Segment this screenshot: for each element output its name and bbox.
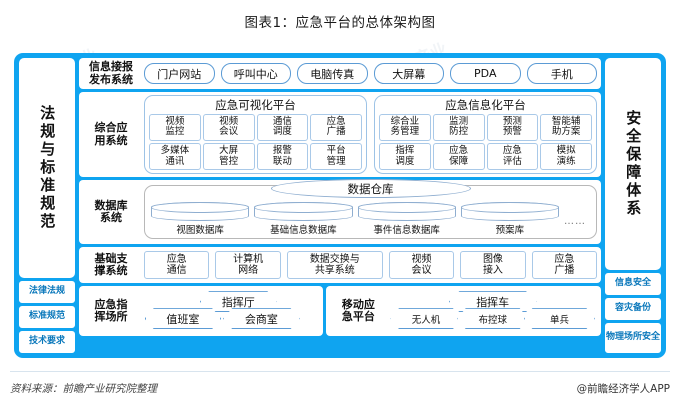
row-bottom: 应急指 挥场所 指挥厅 值班室 会商室 移动应: [79, 286, 601, 337]
right-badge-physical-security[interactable]: 物理场所安全: [605, 323, 661, 353]
cell-emergency-support[interactable]: 应急保障: [432, 142, 485, 171]
footer-app-credit: @前瞻经济学人APP: [576, 383, 670, 395]
row-database-body: 数据仓库 视图数据库 基础信息数据库 事件信息数据库: [144, 179, 597, 240]
row-comprehensive: 综合应 用系统 应急可视化平台 视频监控 视频会议 通信调度 应急广播 多媒体通…: [79, 92, 601, 178]
cell-alarm-linkage[interactable]: 报警联动: [256, 142, 309, 171]
cell-monitoring-prevention[interactable]: 监测防控: [432, 113, 485, 141]
hex-consultation-room[interactable]: 会商室: [223, 308, 300, 330]
row-mobile-platform: 移动应 急平台 指挥车 无人机 布控球 单兵: [326, 286, 601, 337]
info-release-pills: 门户网站 呼叫中心 电脑传真 大屏幕 PDA 手机: [144, 63, 597, 85]
cell-emergency-broadcast[interactable]: 应急广播: [310, 113, 362, 141]
row-command-site: 应急指 挥场所 指挥厅 值班室 会商室: [79, 286, 324, 337]
cell-smart-assist-plan[interactable]: 智能辅助方案: [540, 113, 592, 141]
architecture-diagram: 法规与标准规范 法律法规 标准规范 技术要求 信息接报 发布系统 门户网站 呼叫…: [14, 53, 666, 358]
left-column-main: 法规与标准规范: [19, 58, 75, 278]
row-info-release-body: 门户网站 呼叫中心 电脑传真 大屏幕 PDA 手机: [144, 63, 597, 85]
row-comprehensive-label: 综合应 用系统: [94, 121, 128, 147]
cell-video-conference[interactable]: 视频会议: [202, 113, 255, 141]
mobile-platform-hexes: 指挥车 无人机 布控球 单兵: [388, 288, 597, 334]
support-computer-network[interactable]: 计算机网络: [215, 251, 281, 280]
right-column-label: 安全保障体系: [624, 110, 643, 218]
db-basic-info-database[interactable]: 基础信息数据库: [254, 202, 353, 236]
row-support-label: 基础支 撑系统: [94, 251, 128, 278]
cell-emergency-assessment[interactable]: 应急评估: [486, 142, 539, 171]
cell-comm-dispatch[interactable]: 通信调度: [256, 113, 309, 141]
platform-informatization: 应急信息化平台 综合业务管理 监测防控 预测预警 智能辅助方案 指挥调度 应急保…: [374, 95, 597, 175]
database-ellipsis: ……: [564, 216, 586, 228]
footer: 资料来源：前瞻产业研究院整理 @前瞻经济学人APP: [0, 381, 680, 396]
page-title: 图表1：应急平台的总体架构图: [244, 15, 436, 31]
left-badge-standards[interactable]: 标准规范: [19, 306, 75, 328]
cell-simulation-drill[interactable]: 模拟演练: [540, 142, 592, 171]
center-stack: 信息接报 发布系统 门户网站 呼叫中心 电脑传真 大屏幕 PDA 手机 综合应 …: [79, 58, 601, 353]
pill-call-center[interactable]: 呼叫中心: [220, 63, 291, 85]
cell-multimedia-comm[interactable]: 多媒体通讯: [149, 142, 201, 171]
cell-business-management[interactable]: 综合业务管理: [379, 113, 431, 141]
cell-video-monitor[interactable]: 视频监控: [149, 113, 201, 141]
cell-command-dispatch[interactable]: 指挥调度: [379, 142, 431, 171]
platform-informatization-cells: 综合业务管理 监测防控 预测预警 智能辅助方案 指挥调度 应急保障 应急评估 模…: [379, 113, 592, 171]
command-site-hexes: 指挥厅 值班室 会商室: [141, 288, 319, 334]
pill-large-screen[interactable]: 大屏幕: [373, 63, 444, 85]
support-image-access[interactable]: 图像接入: [460, 251, 526, 280]
database-cylinder-icon: [460, 202, 560, 222]
data-warehouse[interactable]: 数据仓库: [270, 179, 471, 199]
pill-computer-fax[interactable]: 电脑传真: [297, 63, 368, 85]
left-column: 法规与标准规范 法律法规 标准规范 技术要求: [19, 58, 75, 353]
db-plan-database[interactable]: 预案库: [460, 202, 560, 236]
database-cylinder-icon: [357, 202, 457, 222]
row-support: 基础支 撑系统 应急通信 计算机网络 数据交换与共享系统 视频会议 图像接入 应…: [79, 247, 601, 284]
platform-informatization-title: 应急信息化平台: [445, 98, 526, 113]
row-support-body: 应急通信 计算机网络 数据交换与共享系统 视频会议 图像接入 应急广播: [144, 251, 598, 280]
hex-drone[interactable]: 无人机: [390, 308, 462, 330]
support-video-conference[interactable]: 视频会议: [388, 251, 455, 280]
database-list: 视图数据库 基础信息数据库 事件信息数据库 预案库: [151, 190, 590, 236]
right-badge-disaster-backup[interactable]: 容灾备份: [605, 298, 661, 320]
hex-single-soldier[interactable]: 单兵: [523, 308, 595, 330]
support-items: 应急通信 计算机网络 数据交换与共享系统 视频会议 图像接入 应急广播: [144, 251, 598, 280]
support-data-exchange[interactable]: 数据交换与共享系统: [286, 251, 383, 280]
support-emergency-comm[interactable]: 应急通信: [144, 251, 210, 280]
pill-portal[interactable]: 门户网站: [144, 63, 215, 85]
pill-pda[interactable]: PDA: [450, 63, 521, 85]
left-column-label: 法规与标准规范: [38, 105, 57, 231]
database-container: 数据仓库 视图数据库 基础信息数据库 事件信息数据库: [144, 179, 597, 240]
right-badge-info-security[interactable]: 信息安全: [605, 273, 661, 295]
row-database: 数据库 系统 数据仓库 视图数据库 基础信息数据库: [79, 179, 601, 245]
platform-visualization-title: 应急可视化平台: [215, 98, 296, 113]
row-database-label: 数据库 系统: [94, 198, 128, 225]
db-view-database[interactable]: 视图数据库: [151, 202, 250, 236]
footer-source: 资料来源：前瞻产业研究院整理: [10, 383, 157, 395]
row-mobile-platform-label: 移动应 急平台: [341, 297, 375, 324]
row-info-release: 信息接报 发布系统 门户网站 呼叫中心 电脑传真 大屏幕 PDA 手机: [79, 58, 601, 90]
db-event-info-database[interactable]: 事件信息数据库: [357, 202, 457, 236]
platform-visualization-cells: 视频监控 视频会议 通信调度 应急广播 多媒体通讯 大屏管控 报警联动 平台管理: [149, 113, 362, 171]
database-cylinder-icon: [151, 202, 250, 222]
footer-divider: [10, 371, 670, 372]
platform-groups: 应急可视化平台 视频监控 视频会议 通信调度 应急广播 多媒体通讯 大屏管控 报…: [144, 95, 597, 175]
right-column: 安全保障体系 信息安全 容灾备份 物理场所安全: [605, 58, 661, 353]
hex-control-ball[interactable]: 布控球: [457, 308, 529, 330]
pill-mobile-phone[interactable]: 手机: [526, 63, 597, 85]
row-info-release-label: 信息接报 发布系统: [89, 60, 133, 86]
platform-visualization: 应急可视化平台 视频监控 视频会议 通信调度 应急广播 多媒体通讯 大屏管控 报…: [144, 95, 367, 175]
right-column-main: 安全保障体系: [605, 58, 661, 270]
cell-screen-control[interactable]: 大屏管控: [202, 142, 255, 171]
row-command-site-label: 应急指 挥场所: [94, 297, 128, 324]
hex-duty-room[interactable]: 值班室: [144, 308, 222, 330]
support-emergency-broadcast[interactable]: 应急广播: [531, 251, 598, 280]
row-comprehensive-body: 应急可视化平台 视频监控 视频会议 通信调度 应急广播 多媒体通讯 大屏管控 报…: [144, 95, 597, 175]
database-cylinder-icon: [254, 202, 353, 222]
cell-forecast-warning[interactable]: 预测预警: [486, 113, 539, 141]
left-badge-laws[interactable]: 法律法规: [19, 281, 75, 303]
cell-platform-management[interactable]: 平台管理: [310, 142, 362, 171]
left-badge-technical[interactable]: 技术要求: [19, 331, 75, 353]
